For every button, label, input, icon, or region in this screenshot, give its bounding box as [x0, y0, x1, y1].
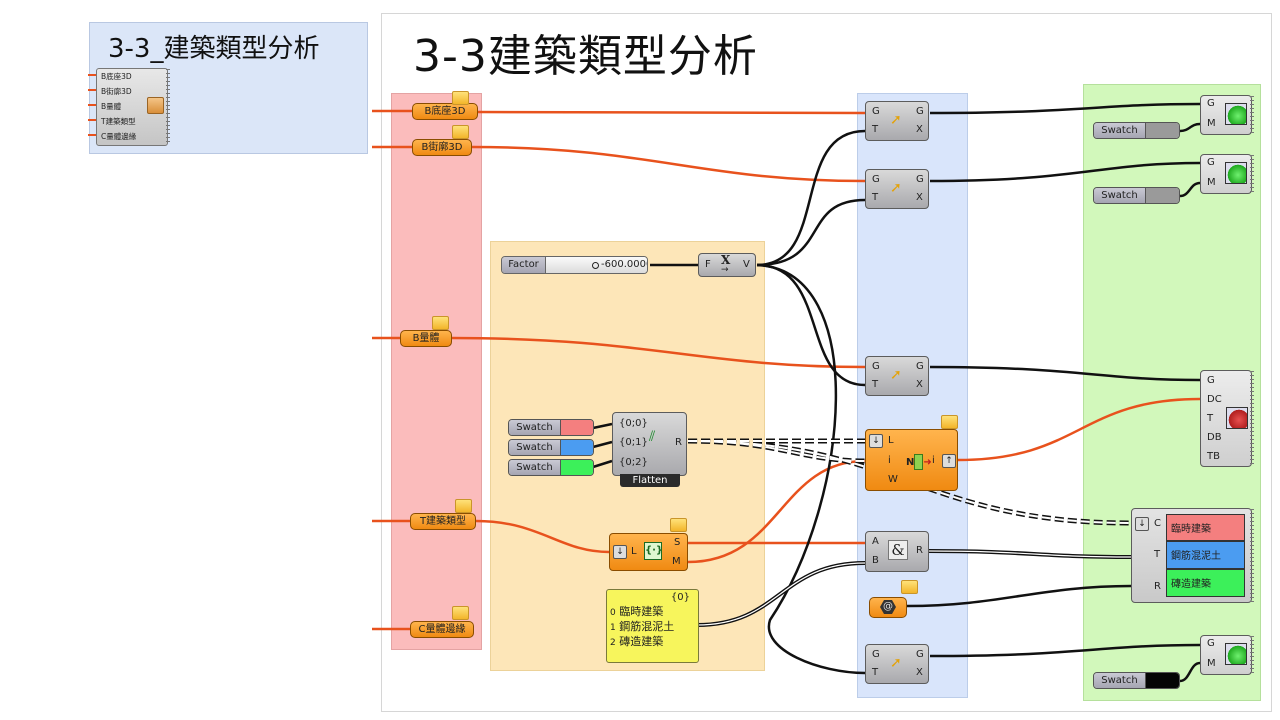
panel-header: {0} [670, 592, 690, 603]
merge-icon: ⫽ [649, 429, 656, 445]
cluster-wire [88, 74, 96, 76]
flatten-arrow-icon[interactable]: ↓ [869, 434, 883, 448]
cluster-node[interactable]: B底座3D B街廓3D B量體 T建築類型 C量體邊緣 [96, 68, 170, 146]
param-bubble [452, 91, 469, 105]
slider-knob[interactable] [592, 262, 599, 269]
text-param[interactable]: @ [869, 597, 907, 618]
main-title: 3-3建築類型分析 [413, 31, 758, 82]
panel-row: 1 鋼筋混泥土 [610, 620, 675, 633]
legend-item: 臨時建築 [1166, 514, 1245, 541]
swatch-color[interactable] [561, 440, 593, 455]
flatten-arrow-icon[interactable]: ↓ [613, 545, 627, 559]
param-bubble [455, 499, 472, 513]
swatch-blue[interactable]: Swatch [508, 439, 594, 456]
cluster-edge [166, 69, 170, 145]
ampersand-icon: & [888, 540, 908, 560]
unit-x-vector-icon: X [721, 253, 731, 267]
cluster-input: C量體邊緣 [101, 132, 137, 141]
param-bubble [670, 518, 687, 532]
cluster-input: T建築類型 [101, 117, 136, 126]
param-c-volume-edge[interactable]: C量體邊緣 [410, 621, 474, 638]
slider-value: -600.0000 [601, 259, 648, 270]
member-index-node[interactable]: ↓ L i W N➜ i ↑ [865, 429, 958, 491]
swatch-color[interactable] [1146, 188, 1179, 203]
swatch-color[interactable] [561, 420, 593, 435]
swatch-preview-3[interactable]: Swatch [1093, 672, 1180, 689]
slider-name: Factor [502, 257, 546, 273]
preview-sphere-icon [1225, 103, 1247, 125]
output-r: R [675, 437, 682, 448]
package-icon [147, 97, 164, 114]
custom-preview-icon [1226, 407, 1248, 429]
unit-x-node[interactable]: F X → V [698, 253, 756, 277]
legend-item: 鋼筋混泥土 [1166, 541, 1245, 569]
cluster-wire [88, 119, 96, 121]
input-0-1: {0;1} [619, 437, 648, 448]
cluster-input: B街廓3D [101, 87, 132, 96]
cluster-input: B底座3D [101, 72, 132, 81]
swatch-preview-2[interactable]: Swatch [1093, 187, 1180, 204]
set-members-node[interactable]: ↓ L {·} S M [609, 533, 688, 571]
swatch-color[interactable] [1146, 673, 1179, 688]
swatch-preview-1[interactable]: Swatch [1093, 122, 1180, 139]
cluster-input: B量體 [101, 102, 122, 111]
swatch-color[interactable] [561, 460, 593, 475]
text-panel[interactable]: {0} 0 臨時建築 1 鋼筋混泥土 2 磚造建築 [606, 589, 699, 663]
param-b-block-3d[interactable]: B街廓3D [412, 139, 472, 156]
cluster-wire [88, 104, 96, 106]
swatch-color[interactable] [1146, 123, 1179, 138]
swatch-green[interactable]: Swatch [508, 459, 594, 476]
move-node-4[interactable]: G T ➚ G X [865, 644, 929, 684]
legend-item: 磚造建築 [1166, 569, 1245, 597]
input-0-0: {0;0} [619, 418, 648, 429]
cluster-title: 3-3_建築類型分析 [108, 34, 320, 64]
move-node-1[interactable]: G T ➚ G X [865, 101, 929, 141]
panel-row: 2 磚造建築 [610, 635, 664, 648]
param-bubble [901, 580, 918, 594]
param-bubble [432, 316, 449, 330]
move-arrow-icon: ➚ [890, 367, 902, 383]
param-t-building-type[interactable]: T建築類型 [410, 513, 476, 530]
flatten-arrow-icon[interactable]: ↓ [1135, 517, 1149, 531]
param-bubble [941, 415, 958, 429]
param-bubble [452, 125, 469, 139]
panel-row: 0 臨時建築 [610, 605, 664, 618]
and-gate-node[interactable]: A B & R [865, 531, 929, 572]
output-s: S [674, 537, 681, 548]
set-braces-icon: {·} [644, 542, 663, 560]
output-m: M [672, 556, 681, 567]
move-arrow-icon: ➚ [890, 655, 902, 671]
output-v: V [743, 259, 750, 270]
number-slider[interactable]: Factor -600.0000 [501, 256, 648, 274]
preview-sphere-icon [1225, 162, 1247, 184]
param-b-base-3d[interactable]: B底座3D [412, 103, 478, 120]
slider-track[interactable]: -600.0000 [546, 257, 647, 273]
param-b-volume[interactable]: B量體 [400, 330, 452, 347]
graft-arrow-icon[interactable]: ↑ [942, 454, 956, 468]
member-index-icon: N➜ [906, 454, 932, 470]
move-node-2[interactable]: G T ➚ G X [865, 169, 929, 209]
swatch-red[interactable]: Swatch [508, 419, 594, 436]
move-arrow-icon: ➚ [890, 112, 902, 128]
legend-node[interactable]: ↓ C T R 臨時建築 鋼筋混泥土 磚造建築 [1131, 508, 1254, 603]
preview-node-2[interactable]: G M [1200, 154, 1254, 194]
preview-node-3[interactable]: G M [1200, 635, 1254, 675]
input-f: F [705, 259, 711, 270]
move-arrow-icon: ➚ [890, 180, 902, 196]
custom-preview-node[interactable]: G DC T DB TB [1200, 370, 1254, 467]
input-0-2: {0;2} [619, 457, 648, 468]
merge-node[interactable]: {0;0} {0;1} {0;2} ⫽ R [612, 412, 687, 476]
input-l: L [631, 546, 637, 557]
string-param-icon: @ [880, 600, 896, 614]
param-bubble [452, 606, 469, 620]
preview-node-1[interactable]: G M [1200, 95, 1254, 135]
preview-sphere-icon [1225, 643, 1247, 665]
cluster-wire [88, 134, 96, 136]
group-inputs [391, 93, 482, 650]
flatten-caption: Flatten [620, 474, 680, 487]
cluster-wire [88, 89, 96, 91]
arrow-icon: → [721, 265, 729, 275]
move-node-3[interactable]: G T ➚ G X [865, 356, 929, 396]
